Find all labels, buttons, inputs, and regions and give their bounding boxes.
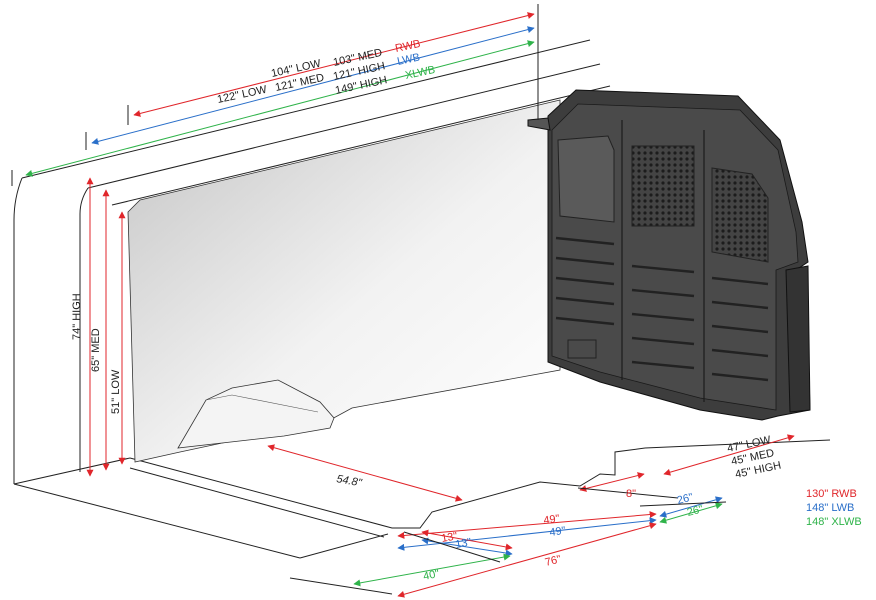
label-lwb: LWB <box>396 51 421 68</box>
legend-rwb: 130" RWB <box>806 488 857 500</box>
floor-labels: 8" 26" 26" 49" 49" 13" 13" 40" 76" <box>422 488 704 583</box>
label-13-lwb: 13" <box>454 536 472 551</box>
label-76: 76" <box>544 553 563 569</box>
label-40: 40" <box>422 568 440 583</box>
label-26-xlwb: 26" <box>686 503 705 519</box>
legend-lwb: 148" LWB <box>806 502 855 514</box>
label-122-low: 122" LOW <box>216 84 268 106</box>
label-49-lwb: 49" <box>549 525 567 539</box>
interior-wall <box>127 99 561 463</box>
dim-54-8-line <box>267 444 463 502</box>
wheelbase-legend: 130" RWB 148" LWB 148" XLWB <box>806 487 862 529</box>
floor-dimension-lines <box>353 472 727 598</box>
label-13-rwb: 13" <box>440 530 458 545</box>
height-dimension-lines <box>86 177 126 477</box>
partition-panel <box>527 89 811 421</box>
length-labels: 104" LOW 103" MED RWB 122" LOW 121" MED … <box>216 38 436 106</box>
rear-width-labels: 47" LOW 45" MED 45" HIGH <box>726 434 782 481</box>
label-8: 8" <box>626 488 636 500</box>
legend-xlwb: 148" XLWB <box>806 516 862 528</box>
label-74-high: 74" HIGH <box>71 293 83 340</box>
label-54-8: 54.8" <box>335 473 363 489</box>
label-26-lwb: 26" <box>676 491 695 507</box>
label-rwb: RWB <box>394 38 421 55</box>
label-65-med: 65" MED <box>90 328 102 372</box>
label-49-rwb: 49" <box>543 513 561 527</box>
label-51-low: 51" LOW <box>110 369 122 414</box>
dim-rear-width-line <box>663 434 795 476</box>
wheel-well <box>177 379 335 449</box>
length-dimension-lines <box>11 4 539 186</box>
label-xlwb: XLWB <box>404 64 436 82</box>
height-labels: 74" HIGH 65" MED 51" LOW <box>71 293 122 414</box>
